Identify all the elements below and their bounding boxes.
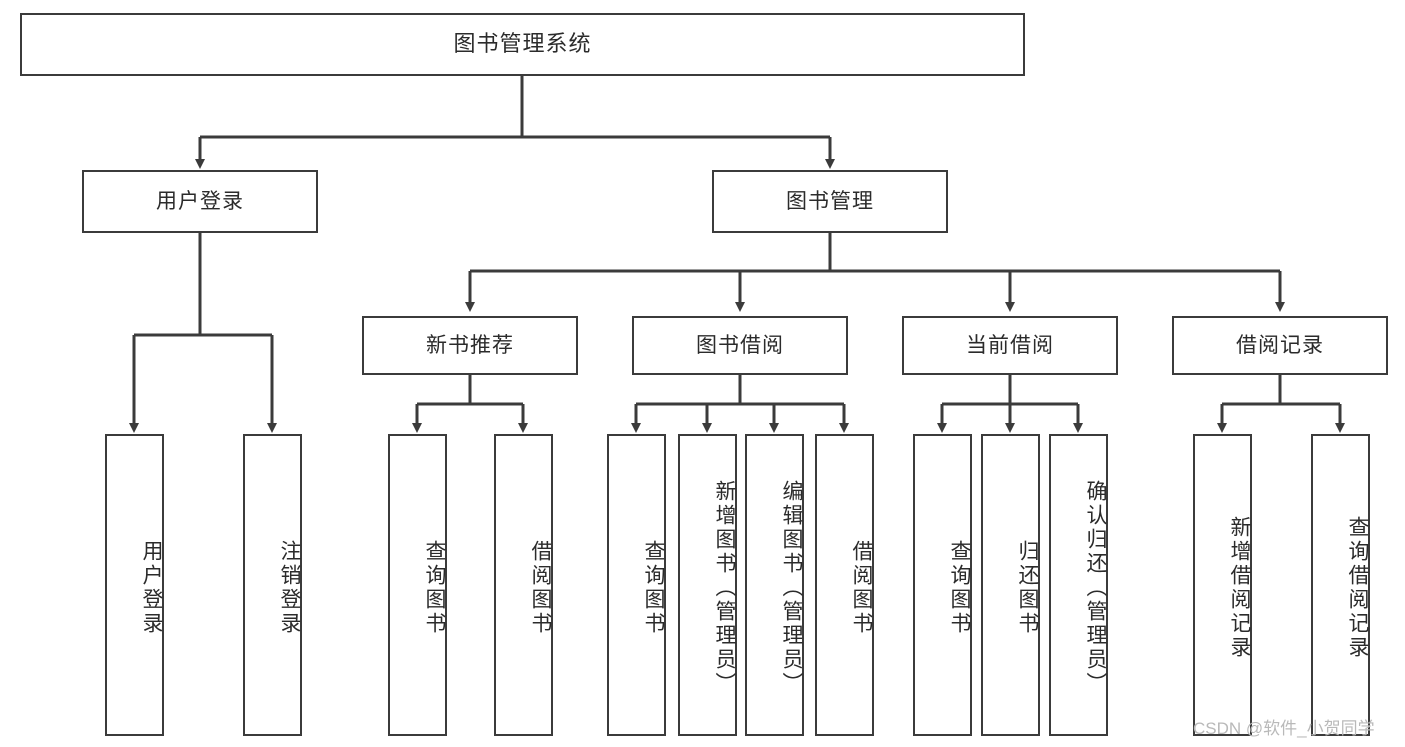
node-borrow-record-label: 借阅记录 xyxy=(1236,333,1324,357)
node-book-borrow[interactable]: 图书借阅 xyxy=(632,316,848,375)
node-root[interactable]: 图书管理系统 xyxy=(20,13,1025,76)
node-leaf-query-book-3-label: 查询图书 xyxy=(948,540,971,636)
node-new-book-rec-label: 新书推荐 xyxy=(426,333,514,357)
node-leaf-query-book-3[interactable]: 查询图书 xyxy=(913,434,972,736)
node-root-label: 图书管理系统 xyxy=(453,31,592,57)
node-user-login-label: 用户登录 xyxy=(156,189,244,213)
node-leaf-user-login[interactable]: 用户登录 xyxy=(105,434,164,736)
node-leaf-borrow-book-1[interactable]: 借阅图书 xyxy=(494,434,553,736)
node-leaf-add-book-label: 新增图书（管理员） xyxy=(713,480,736,696)
node-leaf-logout[interactable]: 注销登录 xyxy=(243,434,302,736)
node-leaf-edit-book-label: 编辑图书（管理员） xyxy=(780,480,803,696)
node-leaf-query-book-2-label: 查询图书 xyxy=(642,540,665,636)
node-leaf-return-book[interactable]: 归还图书 xyxy=(981,434,1040,736)
node-leaf-logout-label: 注销登录 xyxy=(278,540,301,636)
node-leaf-query-record[interactable]: 查询借阅记录 xyxy=(1311,434,1370,736)
node-leaf-query-book-2[interactable]: 查询图书 xyxy=(607,434,666,736)
node-leaf-query-book-1-label: 查询图书 xyxy=(423,540,446,636)
node-new-book-rec[interactable]: 新书推荐 xyxy=(362,316,578,375)
node-leaf-return-book-label: 归还图书 xyxy=(1016,540,1039,636)
node-current-borrow-label: 当前借阅 xyxy=(966,333,1054,357)
node-book-borrow-label: 图书借阅 xyxy=(696,333,784,357)
node-current-borrow[interactable]: 当前借阅 xyxy=(902,316,1118,375)
node-leaf-add-record[interactable]: 新增借阅记录 xyxy=(1193,434,1252,736)
node-book-mgmt-label: 图书管理 xyxy=(786,189,874,213)
csdn-watermark: CSDN @软件_小贺同学 xyxy=(1193,719,1375,738)
node-user-login[interactable]: 用户登录 xyxy=(82,170,318,233)
node-book-mgmt[interactable]: 图书管理 xyxy=(712,170,948,233)
node-borrow-record[interactable]: 借阅记录 xyxy=(1172,316,1388,375)
node-leaf-confirm-return[interactable]: 确认归还（管理员） xyxy=(1049,434,1108,736)
node-leaf-edit-book[interactable]: 编辑图书（管理员） xyxy=(745,434,804,736)
node-leaf-confirm-return-label: 确认归还（管理员） xyxy=(1084,480,1107,696)
node-leaf-query-book-1[interactable]: 查询图书 xyxy=(388,434,447,736)
node-leaf-user-login-label: 用户登录 xyxy=(140,540,163,636)
node-leaf-borrow-book-1-label: 借阅图书 xyxy=(529,540,552,636)
node-leaf-add-book[interactable]: 新增图书（管理员） xyxy=(678,434,737,736)
node-leaf-add-record-label: 新增借阅记录 xyxy=(1228,516,1251,660)
node-leaf-query-record-label: 查询借阅记录 xyxy=(1346,516,1369,660)
node-leaf-borrow-book-2-label: 借阅图书 xyxy=(850,540,873,636)
node-leaf-borrow-book-2[interactable]: 借阅图书 xyxy=(815,434,874,736)
